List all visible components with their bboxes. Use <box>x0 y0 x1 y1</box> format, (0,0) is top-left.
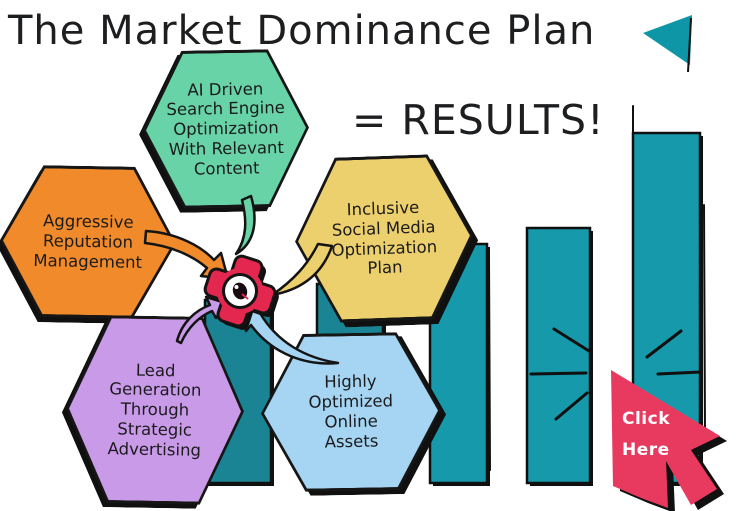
click-here-label[interactable]: Click Here <box>622 409 671 460</box>
impact-lines <box>488 105 706 471</box>
page-title: The Market Dominance Plan <box>8 8 596 54</box>
flow-arrow-seo <box>234 194 256 256</box>
cursor-arrow-icon <box>611 370 727 511</box>
eye-gear-hub <box>203 254 279 330</box>
bar <box>525 226 592 485</box>
results-label: = RESULTS! <box>352 96 605 144</box>
